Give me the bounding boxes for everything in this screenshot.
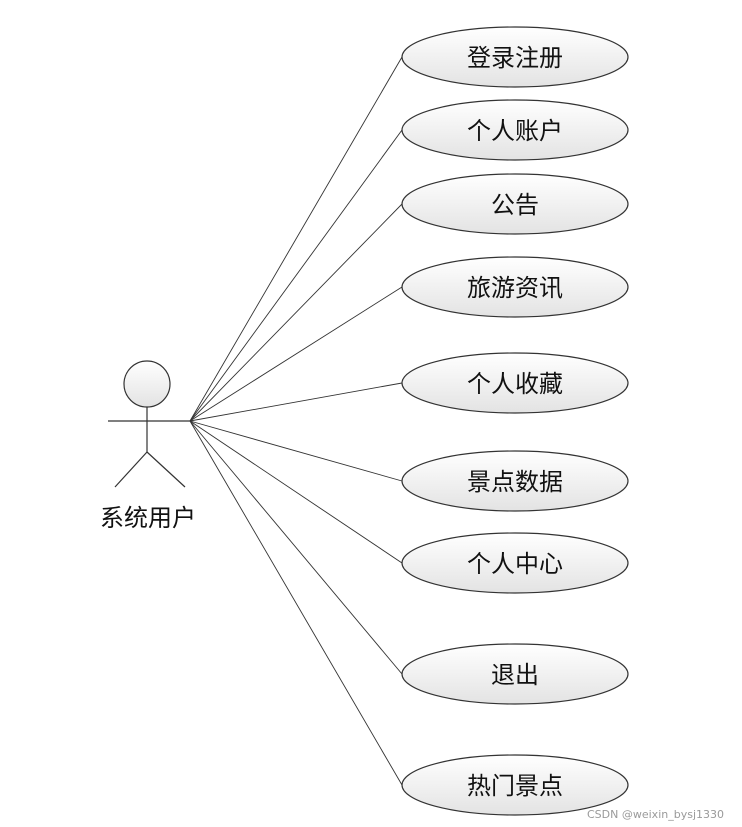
- actor-left-leg: [114, 451, 148, 488]
- association-line: [189, 420, 403, 786]
- use-case-label: 景点数据: [467, 468, 563, 496]
- use-case-label: 热门景点: [467, 772, 563, 800]
- association-line: [189, 420, 403, 675]
- use-case-ellipse: [401, 450, 629, 512]
- use-case-ellipse: [401, 173, 629, 235]
- use-case-ellipse: [401, 532, 629, 594]
- use-case-label: 公告: [491, 191, 539, 219]
- use-case-ellipse: [401, 26, 629, 88]
- association-line: [189, 382, 403, 422]
- watermark: CSDN @weixin_bysj1330: [587, 808, 724, 821]
- use-case: 个人账户: [401, 99, 629, 161]
- use-case-ellipse: [401, 99, 629, 161]
- use-case-label: 登录注册: [467, 44, 563, 72]
- use-case: 热门景点: [401, 754, 629, 816]
- use-case-label: 退出: [491, 661, 539, 689]
- use-case: 个人收藏: [401, 352, 629, 414]
- use-case-label: 个人账户: [467, 117, 563, 145]
- use-case-ellipse: [401, 754, 629, 816]
- association-line: [189, 203, 403, 422]
- association-line: [189, 286, 403, 422]
- use-case-ellipse: [401, 352, 629, 414]
- association-lines: [189, 56, 403, 786]
- actor-right-leg: [146, 451, 186, 488]
- use-case: 退出: [401, 643, 629, 705]
- association-line: [189, 129, 403, 422]
- use-case: 旅游资讯: [401, 256, 629, 318]
- actor-head: [123, 360, 171, 408]
- use-case-ellipse: [401, 643, 629, 705]
- use-case-label: 旅游资讯: [467, 274, 563, 302]
- use-case: 个人中心: [401, 532, 629, 594]
- use-case: 登录注册: [401, 26, 629, 88]
- actor-label: 系统用户: [100, 504, 196, 532]
- use-case: 景点数据: [401, 450, 629, 512]
- use-case-label: 个人中心: [467, 550, 563, 578]
- association-line: [189, 56, 403, 422]
- actor-figure: [108, 360, 190, 488]
- association-line: [189, 420, 403, 564]
- association-line: [189, 420, 403, 482]
- use-case: 公告: [401, 173, 629, 235]
- use-case-ellipse: [401, 256, 629, 318]
- use-case-label: 个人收藏: [467, 370, 563, 398]
